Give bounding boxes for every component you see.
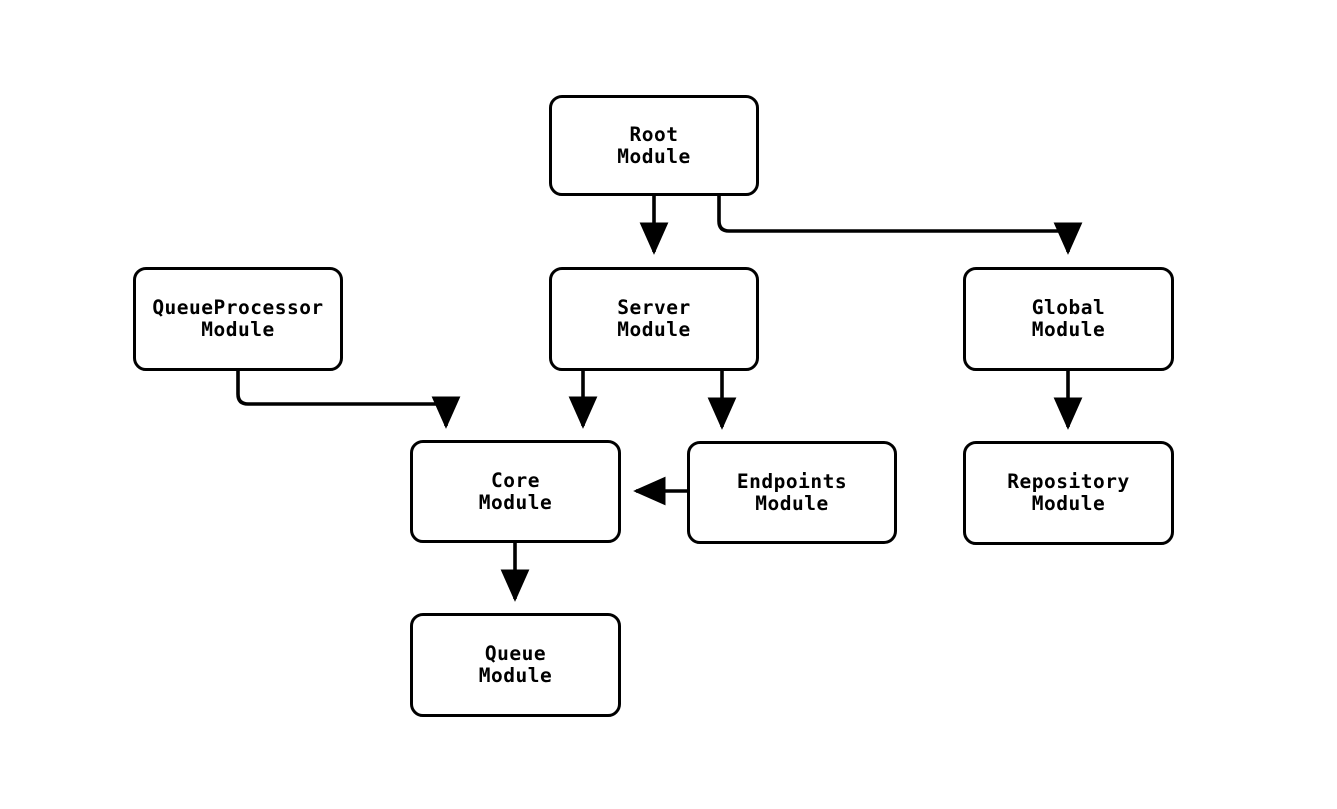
node-queueprocessor-module[interactable]: QueueProcessor Module xyxy=(133,267,343,371)
node-server-module-name: Server xyxy=(617,296,691,319)
node-endpoints-module-suffix: Module xyxy=(755,491,829,515)
node-root-module[interactable]: Root Module xyxy=(549,95,759,196)
node-root-module-name: Root xyxy=(629,122,679,146)
node-global-module-name: Global xyxy=(1031,296,1106,319)
node-queue-module[interactable]: Queue Module xyxy=(410,613,621,717)
node-endpoints-module[interactable]: Endpoints Module xyxy=(687,441,897,544)
node-repository-module-suffix: Module xyxy=(1031,492,1106,515)
node-core-module-name: Core xyxy=(491,468,540,492)
node-core-module-suffix: Module xyxy=(478,490,553,514)
node-global-module-suffix: Module xyxy=(1031,318,1106,341)
node-endpoints-module-name: Endpoints xyxy=(736,469,848,493)
node-server-module[interactable]: Server Module xyxy=(549,267,759,371)
node-queueprocessor-module-name: QueueProcessor xyxy=(152,296,324,319)
node-core-module[interactable]: Core Module xyxy=(410,440,621,543)
node-repository-module-name: Repository xyxy=(1007,470,1130,493)
node-queue-module-name: Queue xyxy=(484,642,547,665)
node-server-module-suffix: Module xyxy=(617,318,691,341)
node-global-module[interactable]: Global Module xyxy=(963,267,1174,371)
node-repository-module[interactable]: Repository Module xyxy=(963,441,1174,545)
edge-root-to-global xyxy=(717,196,1083,255)
node-queue-module-suffix: Module xyxy=(478,664,553,687)
node-root-module-suffix: Module xyxy=(617,144,691,168)
node-queueprocessor-module-suffix: Module xyxy=(201,318,275,341)
edge-queueprocessor-to-core xyxy=(236,371,461,429)
